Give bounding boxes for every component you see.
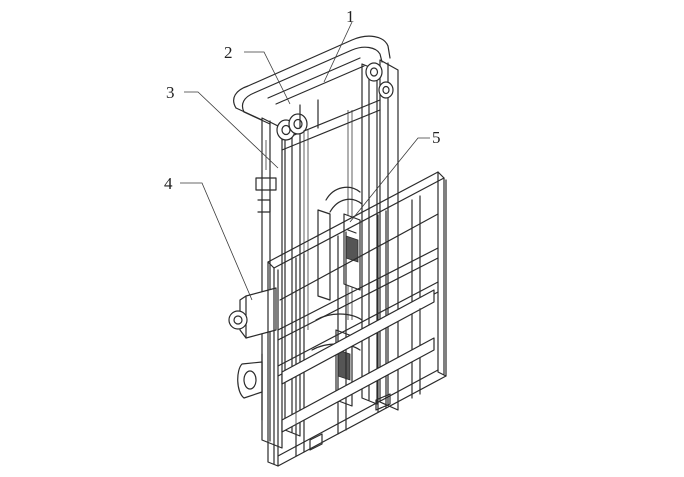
callout-4: 4	[164, 174, 173, 193]
top-guard	[233, 35, 394, 141]
callout-3: 3	[166, 83, 175, 102]
callout-labels: 1 2 3 4 5	[164, 7, 441, 193]
leader-lines	[180, 21, 430, 301]
callout-1: 1	[346, 7, 355, 26]
lift-cylinder	[311, 186, 363, 407]
callout-2: 2	[224, 43, 233, 62]
callout-5: 5	[432, 128, 441, 147]
fork-carriage	[267, 171, 447, 467]
side-bracket	[228, 287, 277, 421]
